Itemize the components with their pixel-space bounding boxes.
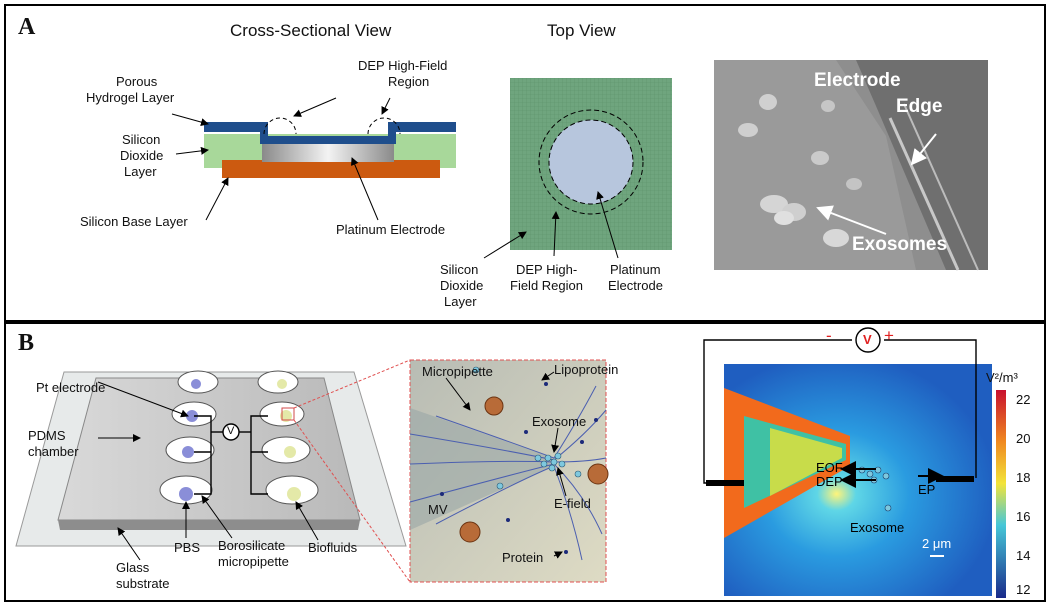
sem-edge-label-2: Edge bbox=[896, 96, 943, 117]
colorbar-tick: 12 bbox=[1016, 582, 1031, 597]
ep-label: EP bbox=[918, 482, 936, 497]
panel-a-graphics bbox=[171, 60, 988, 271]
exosome-2-label: Exosome bbox=[850, 520, 905, 535]
tv-sio2-label-3: Layer bbox=[444, 294, 477, 309]
biofluids-label: Biofluids bbox=[308, 540, 358, 555]
sem-edge-label-1: Electrode bbox=[814, 70, 901, 91]
panel-b-graphics bbox=[15, 327, 1006, 598]
efield-label: E-field bbox=[554, 496, 591, 511]
glass-label-2: substrate bbox=[116, 576, 170, 591]
porous-label-2: Hydrogel Layer bbox=[86, 90, 175, 105]
base-layer bbox=[222, 160, 440, 178]
sem-exosomes-label: Exosomes bbox=[852, 234, 948, 255]
panel-b-letter: B bbox=[18, 330, 35, 356]
tv-sio2-label-2: Dioxide bbox=[440, 278, 484, 293]
tv-pt-label-1: Platinum bbox=[610, 262, 661, 277]
pt-label: Platinum Electrode bbox=[336, 222, 446, 237]
borosilicate-label-2: micropipette bbox=[218, 554, 289, 569]
colorbar-tick: 14 bbox=[1016, 548, 1031, 563]
pt-electrode-label: Pt electrode bbox=[36, 380, 106, 395]
plus-sign: + bbox=[884, 326, 894, 345]
porous-label-1: Porous bbox=[116, 74, 158, 89]
tv-dep-label-1: DEP High- bbox=[516, 262, 578, 277]
pbs-label: PBS bbox=[174, 540, 201, 555]
panel-a-letter: A bbox=[18, 14, 36, 40]
colorbar-tick: 22 bbox=[1016, 392, 1031, 407]
colorbar-tick: 16 bbox=[1016, 509, 1031, 524]
pdms-label-2: chamber bbox=[28, 444, 79, 459]
borosilicate-label-1: Borosilicate bbox=[218, 538, 286, 553]
colorbar-tick: 20 bbox=[1016, 431, 1031, 446]
glass-label-1: Glass bbox=[116, 560, 150, 575]
colorbar-unit: V²/m³ bbox=[986, 370, 1018, 385]
sio2-label-2: Dioxide bbox=[120, 148, 164, 163]
lipoprotein-label: Lipoprotein bbox=[554, 362, 619, 377]
panel-a: A Cross-Sectional View Top View bbox=[4, 4, 1046, 322]
voltage-source-icon bbox=[222, 423, 240, 441]
micropipette-label: Micropipette bbox=[422, 364, 493, 379]
pdms-label-1: PDMS bbox=[28, 428, 66, 443]
protein-label: Protein bbox=[502, 550, 544, 565]
mv-label: MV bbox=[428, 502, 448, 517]
dep-label-1: DEP High-Field bbox=[358, 58, 448, 73]
voltage-source-2-icon bbox=[855, 327, 881, 353]
panel-b: B bbox=[4, 322, 1046, 602]
colorbar-tick: 18 bbox=[1016, 470, 1031, 485]
tv-sio2-label-1: Silicon bbox=[440, 262, 479, 277]
minus-sign: - bbox=[826, 326, 832, 345]
eof-label: EOF bbox=[816, 460, 843, 475]
base-label: Silicon Base Layer bbox=[80, 214, 188, 229]
hydrogel-layer bbox=[204, 122, 456, 144]
dep-label-2: Region bbox=[388, 74, 430, 89]
top-view-title: Top View bbox=[547, 21, 616, 40]
cross-section-title: Cross-Sectional View bbox=[230, 21, 392, 40]
exosome-label: Exosome bbox=[532, 414, 587, 429]
tv-dep-label-2: Field Region bbox=[510, 278, 583, 293]
platinum-electrode bbox=[262, 140, 394, 162]
voltage-label-2: V bbox=[863, 332, 872, 347]
tv-pt-label-2: Electrode bbox=[608, 278, 663, 293]
colorbar bbox=[996, 390, 1006, 598]
scale-label: 2 μm bbox=[922, 536, 952, 551]
sio2-label-1: Silicon bbox=[122, 132, 161, 147]
dep-label: DEP bbox=[816, 474, 843, 489]
voltage-label: V bbox=[227, 425, 235, 437]
sio2-label-3: Layer bbox=[124, 164, 157, 179]
